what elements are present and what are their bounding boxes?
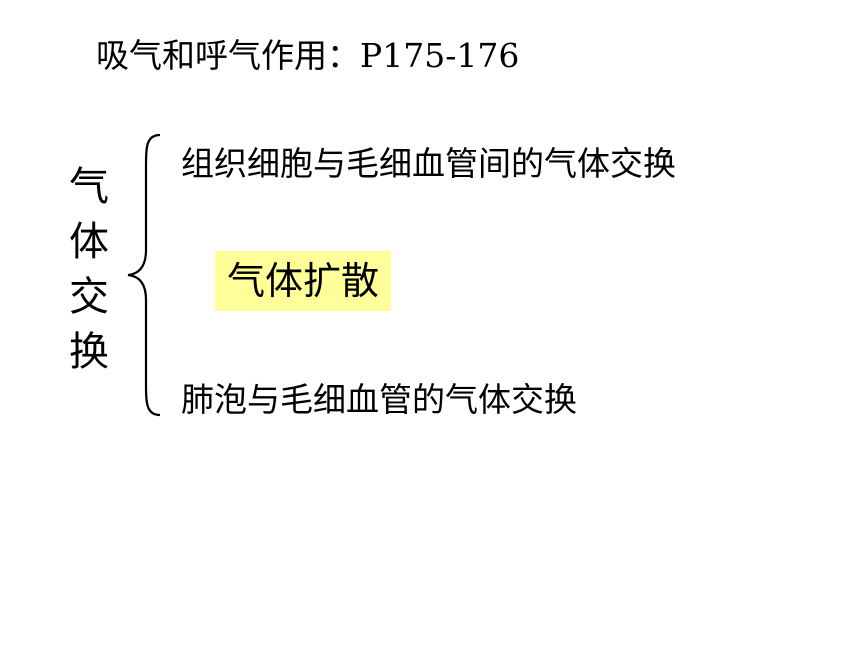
- page-title: 吸气和呼气作用：P175-176: [96, 36, 520, 75]
- tissue-capillary-exchange-text: 组织细胞与毛细血管间的气体交换: [181, 144, 676, 183]
- vertical-char-1: 气: [69, 164, 109, 210]
- gas-diffusion-highlight: 气体扩散: [215, 251, 392, 311]
- vertical-char-2: 体: [69, 219, 109, 265]
- curly-brace: [127, 133, 161, 417]
- alveoli-capillary-exchange-text: 肺泡与毛细血管的气体交换: [181, 380, 577, 419]
- vertical-char-4: 换: [69, 329, 109, 375]
- curly-brace-path: [127, 133, 161, 417]
- vertical-char-3: 交: [69, 274, 109, 320]
- gas-exchange-vertical-label: 气 体 交 换: [62, 160, 116, 380]
